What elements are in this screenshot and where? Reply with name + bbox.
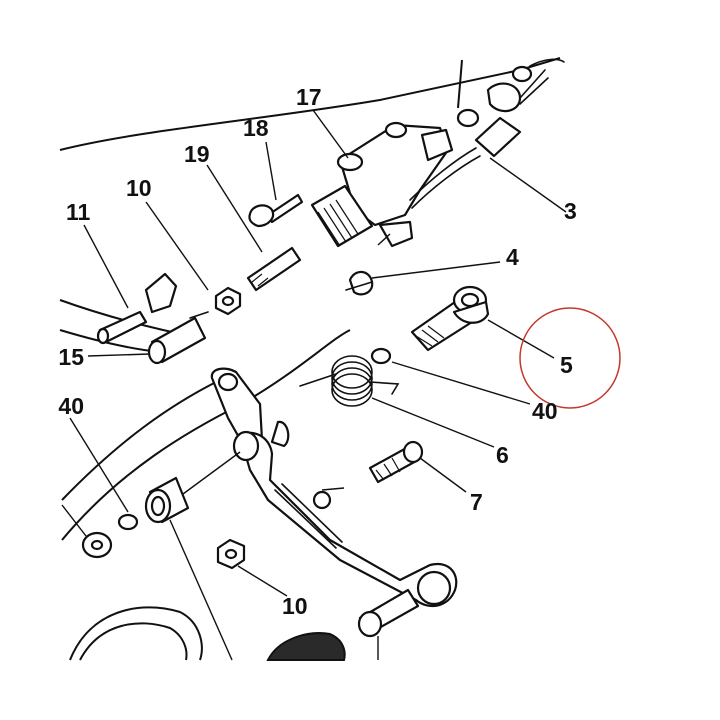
o-ring-40-left — [117, 513, 139, 531]
spring-6 — [299, 355, 400, 407]
nut-10-bottom — [216, 538, 246, 570]
cotter-pin-4 — [345, 270, 374, 296]
bushing — [144, 476, 190, 524]
callout-19: 19 — [184, 141, 210, 167]
callout-10-top: 10 — [126, 175, 152, 201]
bolt-18 — [248, 193, 304, 228]
leader-lines — [61, 109, 567, 661]
callout-4: 4 — [506, 244, 519, 270]
callout-6: 6 — [496, 442, 509, 468]
bolt-7 — [368, 440, 424, 484]
callout-17: 17 — [296, 84, 322, 110]
callout-15: 15 — [58, 346, 84, 369]
brake-pedal-arm — [210, 367, 458, 638]
nut-10-top — [214, 286, 242, 316]
callout-3: 3 — [564, 198, 577, 224]
callout-40-right: 40 — [532, 398, 558, 424]
callout-5: 5 — [560, 352, 573, 378]
push-rod-19 — [246, 246, 302, 292]
highlight-circle — [519, 307, 621, 409]
washer-left — [81, 531, 113, 559]
clevis-11 — [96, 272, 209, 365]
callout-11: 11 — [66, 199, 91, 225]
callout-7: 7 — [470, 489, 483, 515]
callout-10-bottom: 10 — [282, 593, 308, 619]
pivot-bolt-5 — [410, 285, 490, 352]
callout-40-left: 40 — [58, 395, 84, 418]
hose-3 — [409, 58, 565, 209]
pedal-rubber — [266, 632, 346, 661]
master-cylinder-17 — [310, 121, 454, 248]
o-ring-40-right — [370, 347, 392, 365]
callout-18: 18 — [243, 115, 269, 141]
